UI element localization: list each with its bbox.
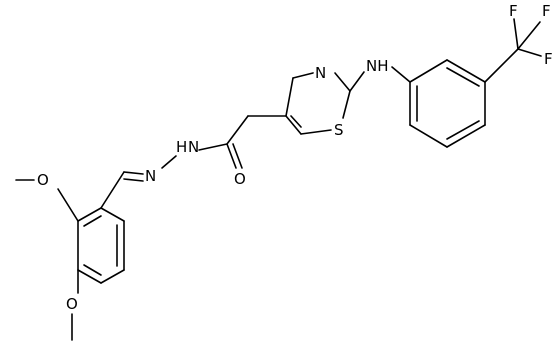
- bond: [226, 115, 249, 145]
- atom-label-o-methoxy-top: O: [37, 171, 49, 189]
- bond: [100, 171, 125, 209]
- bond: [232, 143, 243, 169]
- bond: [446, 120, 480, 140]
- atom-label-o-carbonyl: O: [234, 170, 246, 188]
- bond: [290, 115, 302, 128]
- atom-label-nh-amine: NH: [366, 57, 389, 75]
- bond: [83, 215, 102, 227]
- atom-label-n-imine: N: [145, 167, 156, 185]
- atom-label-nh-hydrazide: N: [188, 138, 199, 156]
- bond: [484, 48, 519, 83]
- atom-label-n-thiazole: N: [315, 64, 326, 82]
- atom-label-f-right: F: [544, 50, 553, 68]
- atom-label-f-top-left: F: [509, 2, 518, 20]
- bond: [123, 171, 144, 175]
- bond: [77, 269, 102, 284]
- bond: [391, 66, 411, 83]
- bond: [513, 18, 519, 50]
- atom-labels: O O N N H O N S NH F F F: [37, 2, 553, 313]
- bond: [100, 269, 125, 284]
- bond: [100, 207, 125, 222]
- bond: [446, 124, 486, 148]
- bond: [517, 21, 541, 50]
- bond: [342, 90, 351, 119]
- bond: [334, 72, 351, 92]
- bond: [409, 59, 448, 83]
- bond: [285, 115, 302, 135]
- bond: [198, 143, 228, 151]
- atom-label-o-methoxy-bottom: O: [66, 295, 78, 313]
- bond: [409, 124, 448, 148]
- bond: [300, 129, 332, 135]
- bond: [285, 77, 294, 117]
- bond: [57, 188, 79, 222]
- atom-label-h-hydrazide: H: [176, 138, 187, 156]
- bond: [349, 71, 365, 92]
- bond: [446, 59, 486, 83]
- atom-label-s-thiazole: S: [334, 121, 344, 139]
- bond: [123, 178, 144, 182]
- bond: [83, 264, 102, 276]
- bond: [517, 48, 542, 57]
- bond: [77, 207, 102, 222]
- bond: [161, 155, 177, 169]
- bond-lines: [15, 18, 542, 341]
- bond: [292, 72, 314, 79]
- bond: [226, 143, 237, 169]
- atom-label-f-top-right: F: [542, 2, 551, 20]
- bond: [446, 67, 480, 87]
